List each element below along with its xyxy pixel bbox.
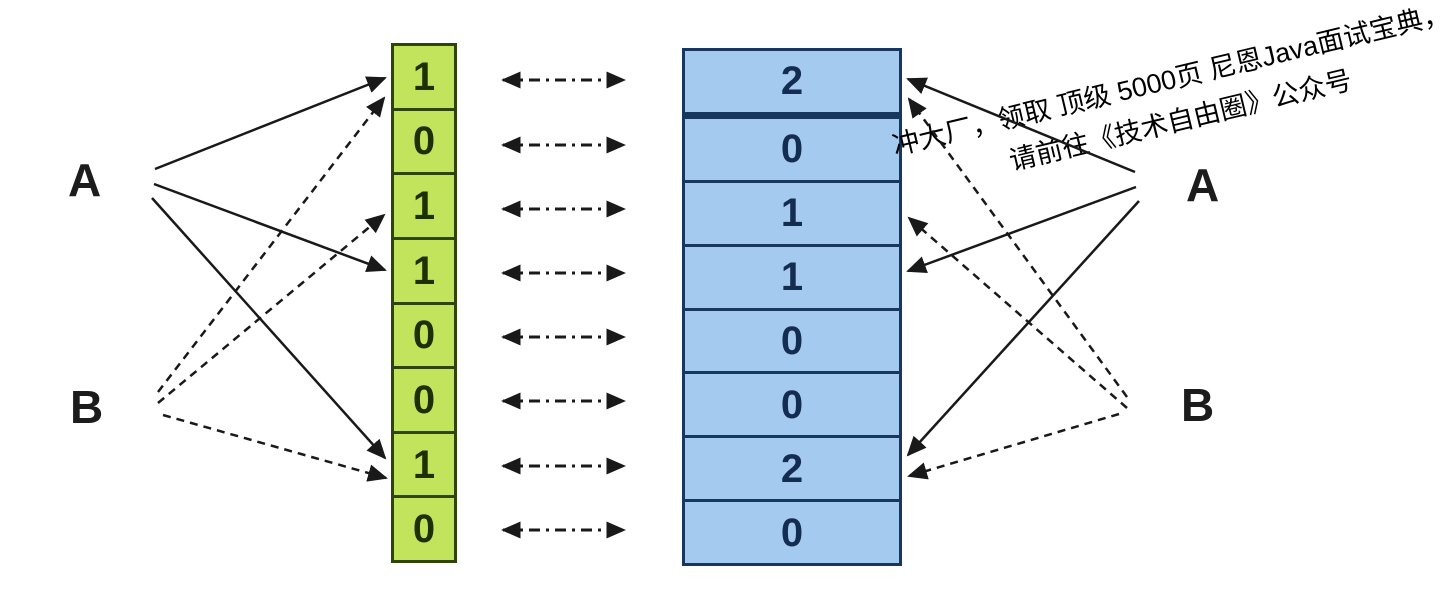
bit-cell: 1 (412, 54, 436, 99)
element-b-label-right: B (1181, 379, 1215, 431)
bit-cell: 1 (394, 236, 454, 302)
bit-array-column: 1 0 1 1 0 0 1 0 (391, 43, 457, 563)
counter-cell: 2 (780, 59, 804, 104)
counter-cell: 1 (685, 179, 899, 244)
hash-arrows-b-left (157, 96, 388, 482)
watermark-text: 冲大厂，领取 顶级 5000页 尼恩Java面试宝典， 请前往《技术自由圈》公众… (888, 0, 1441, 208)
bit-cell: 0 (394, 366, 454, 431)
bit-cell: 1 (394, 172, 454, 237)
bit-cell: 0 (394, 107, 454, 173)
bit-cell: 1 (394, 430, 454, 496)
counter-cell: 0 (685, 307, 899, 372)
bit-cell: 0 (394, 301, 454, 367)
row-correspondence-arrows (501, 71, 626, 539)
element-b-label-left: B (70, 381, 104, 433)
counter-cell: 1 (685, 243, 899, 308)
counter-cell: 0 (685, 111, 899, 180)
bit-cell: 0 (394, 495, 454, 560)
element-a-label-right: A (1186, 159, 1220, 211)
hash-arrows-a-left (151, 76, 387, 460)
counter-cell: 0 (685, 499, 899, 563)
counter-cell: 0 (685, 371, 899, 435)
counter-array-column: 2 0 1 1 0 0 2 0 (682, 48, 902, 566)
element-a-label-left: A (68, 154, 102, 206)
counter-cell: 2 (685, 435, 899, 499)
